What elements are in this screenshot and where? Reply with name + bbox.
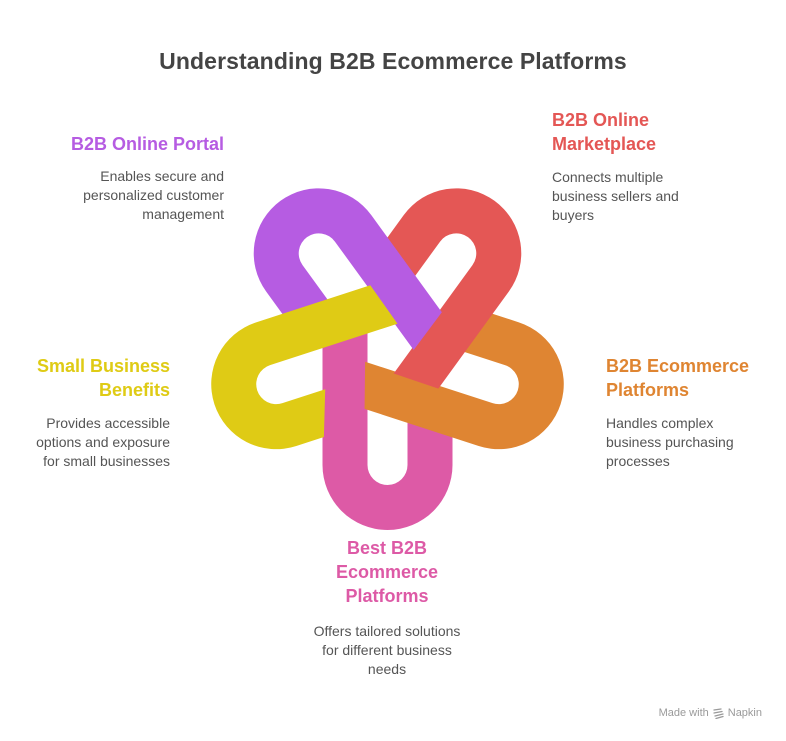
heading-line: Ecommerce	[335, 562, 439, 582]
description-line: options and exposure	[36, 434, 170, 450]
item-small-business-benefits: Small Business Benefits Provides accessi…	[0, 354, 170, 471]
heading-line: Best B2B	[346, 538, 428, 558]
napkin-logo-icon	[713, 707, 724, 719]
description-line: Offers tailored solutions	[313, 623, 461, 639]
description-line: Handles complex	[606, 415, 714, 431]
heading-line: B2B Ecommerce	[606, 356, 750, 376]
description-line: Provides accessible	[46, 415, 170, 431]
link-orange	[364, 313, 564, 450]
item-b2b-ecommerce-platforms: B2B Ecommerce Platforms Handles complex …	[606, 354, 782, 471]
description-line: for small businesses	[43, 453, 170, 469]
heading-line: Marketplace	[552, 134, 657, 154]
item-heading: B2B Online Portal	[4, 132, 224, 156]
made-with-napkin-credit[interactable]: Made with Napkin	[659, 707, 762, 719]
heading-line: B2B Online	[552, 110, 650, 130]
item-description: Connects multiple business sellers and b…	[552, 168, 772, 225]
heading-line: B2B Online Portal	[70, 134, 224, 154]
description-line: business purchasing	[606, 434, 734, 450]
link-pink	[322, 331, 453, 531]
item-heading: Small Business Benefits	[0, 354, 170, 402]
credit-brand: Napkin	[727, 707, 762, 719]
item-description: Offers tailored solutions for different …	[287, 622, 487, 679]
description-line: management	[142, 206, 224, 222]
description-line: processes	[606, 453, 670, 469]
link-yellow	[211, 285, 398, 450]
item-description: Provides accessible options and exposure…	[0, 414, 170, 471]
description-line: Enables secure and	[100, 168, 224, 184]
description-line: for different business	[322, 642, 452, 658]
heading-line: Platforms	[606, 380, 690, 400]
item-description: Enables secure and personalized customer…	[4, 167, 224, 224]
heading-line: Benefits	[98, 380, 170, 400]
item-best-b2b-ecommerce-platforms: Best B2B Ecommerce Platforms Offers tail…	[287, 536, 487, 679]
heading-line: Small Business	[36, 356, 170, 376]
description-line: Connects multiple	[552, 169, 664, 185]
description-line: needs	[367, 661, 407, 677]
item-b2b-online-marketplace: B2B Online Marketplace Connects multiple…	[552, 108, 772, 225]
page-title: Understanding B2B Ecommerce Platforms	[159, 48, 627, 74]
item-b2b-online-portal: B2B Online Portal Enables secure and per…	[4, 132, 224, 224]
description-line: business sellers and	[552, 188, 679, 204]
item-heading: B2B Online Marketplace	[552, 108, 772, 156]
item-description: Handles complex business purchasing proc…	[606, 414, 782, 471]
heading-line: Platforms	[345, 586, 429, 606]
item-heading: Best B2B Ecommerce Platforms	[287, 536, 487, 608]
item-heading: B2B Ecommerce Platforms	[606, 354, 782, 402]
description-line: buyers	[552, 207, 595, 223]
description-line: personalized customer	[83, 187, 224, 203]
credit-text: Made with	[658, 707, 709, 719]
